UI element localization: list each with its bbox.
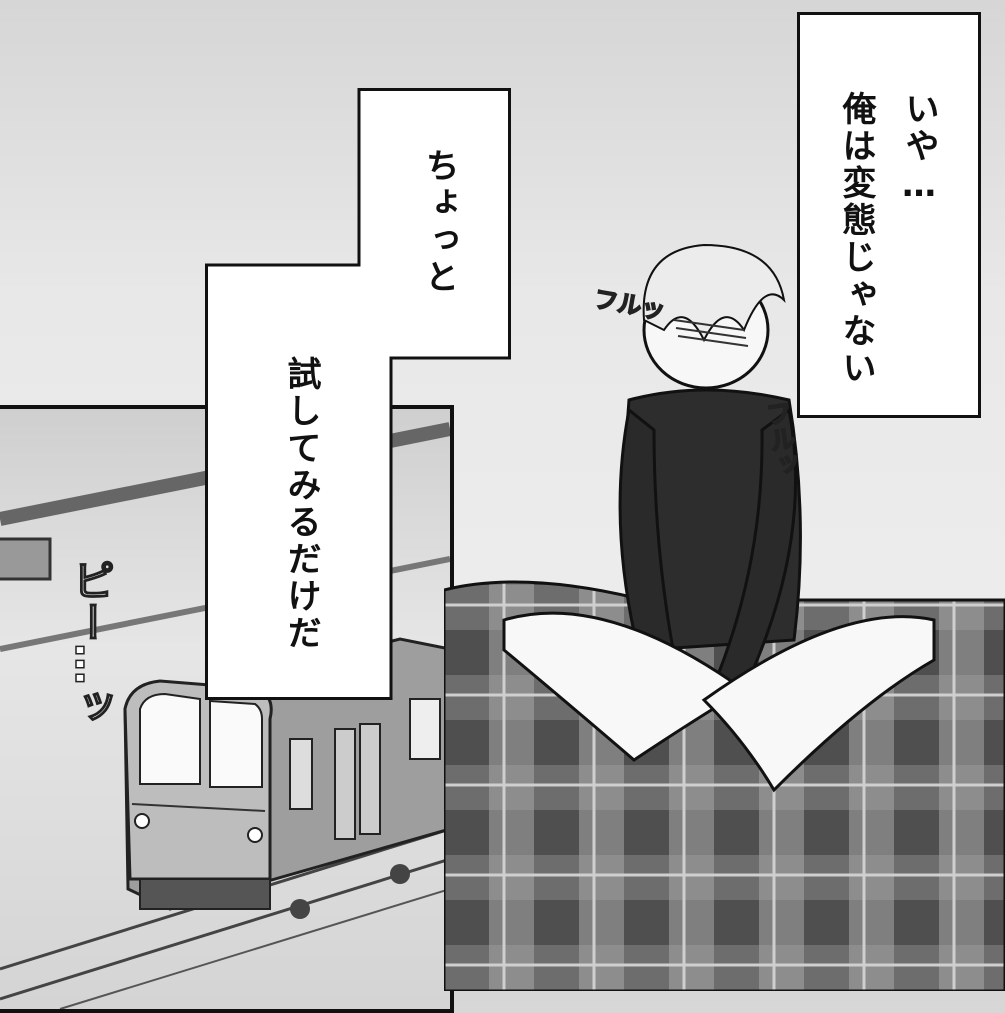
caption-box-middle: ちょっと 試してみるだけだ: [205, 88, 511, 700]
toy-train-illustration: [0, 422, 450, 1009]
caption-middle-line-1: ちょっと: [419, 148, 459, 296]
caption-right-line-2: 俺は変態じゃない: [836, 91, 876, 387]
caption-middle-line-2: 試してみるだけだ: [281, 356, 321, 652]
sfx-beep: ピー…ッ: [65, 558, 116, 728]
person-on-bed-illustration: [444, 243, 1005, 991]
caption-box-middle-outline: [205, 88, 511, 700]
caption-right-line-1: いや…: [899, 91, 939, 208]
room-panel: フルッ フルッ: [444, 0, 1005, 991]
caption-box-right: いや… 俺は変態じゃない: [797, 12, 981, 418]
